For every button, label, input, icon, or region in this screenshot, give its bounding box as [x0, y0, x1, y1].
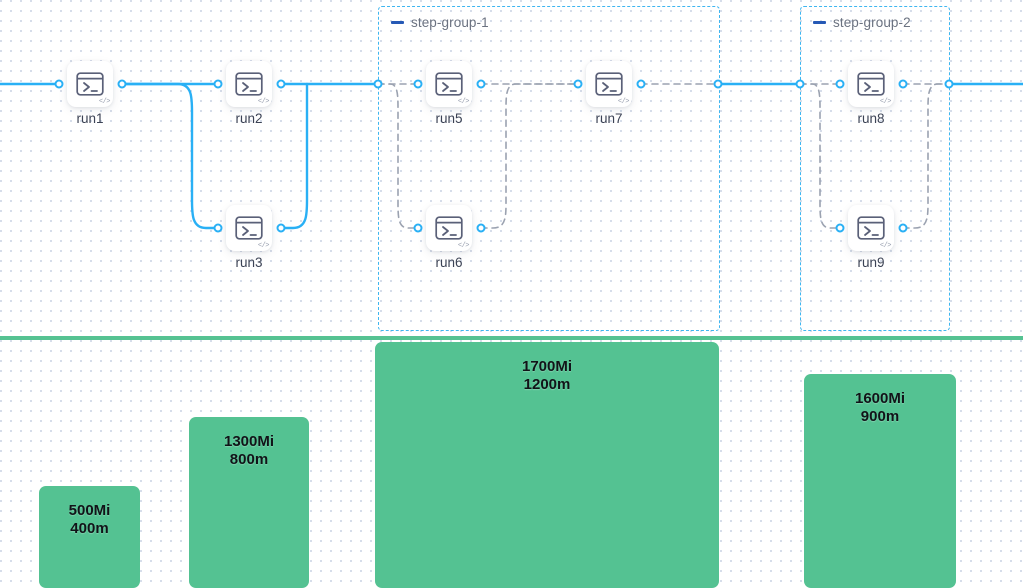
node-run8[interactable]: </> run8: [848, 61, 894, 126]
handle-input-run8[interactable]: [835, 79, 845, 89]
handle-output-run5[interactable]: [476, 79, 486, 89]
memory-value: 1700Mi: [521, 358, 573, 375]
terminal-icon: [235, 216, 263, 240]
node-run5[interactable]: </> run5: [426, 61, 472, 126]
code-icon: </>: [879, 242, 892, 250]
node-card[interactable]: </>: [426, 61, 472, 107]
handle-output-step-group-1[interactable]: [713, 79, 723, 89]
minus-icon[interactable]: [813, 21, 826, 24]
terminal-icon: [435, 72, 463, 96]
handle-output-run6[interactable]: [476, 223, 486, 233]
handle-output-run1[interactable]: [117, 79, 127, 89]
terminal-icon: [235, 72, 263, 96]
terminal-icon: [857, 72, 885, 96]
handle-output-run3[interactable]: [276, 223, 286, 233]
node-label: run2: [235, 111, 263, 126]
node-card[interactable]: </>: [426, 205, 472, 251]
node-label: run9: [857, 255, 885, 270]
cpu-value: 800m: [229, 451, 269, 469]
node-run7[interactable]: </> run7: [586, 61, 632, 126]
code-icon: </>: [457, 98, 470, 106]
handle-input-run3[interactable]: [213, 223, 223, 233]
edge[interactable]: [279, 82, 309, 230]
node-run2[interactable]: </> run2: [226, 61, 272, 126]
handle-output-run8[interactable]: [898, 79, 908, 89]
group-label-text: step-group-2: [833, 15, 911, 30]
cpu-value: 400m: [70, 520, 109, 538]
terminal-icon: [76, 72, 104, 96]
group-label: step-group-2: [813, 15, 911, 30]
node-card[interactable]: </>: [586, 61, 632, 107]
handle-input-run7[interactable]: [573, 79, 583, 89]
node-card[interactable]: </>: [67, 61, 113, 107]
node-label: run7: [595, 111, 623, 126]
code-icon: </>: [98, 98, 111, 106]
code-icon: </>: [257, 242, 270, 250]
memory-value: 1300Mi: [223, 433, 275, 450]
code-icon: </>: [257, 98, 270, 106]
group-box-step-group-2[interactable]: step-group-2: [800, 6, 950, 331]
terminal-icon: [857, 216, 885, 240]
node-card[interactable]: </>: [226, 205, 272, 251]
cpu-value: 1200m: [523, 376, 571, 394]
handle-output-step-group-2[interactable]: [944, 79, 954, 89]
handle-output-run9[interactable]: [898, 223, 908, 233]
memory-value: 1600Mi: [854, 390, 906, 407]
edge[interactable]: [120, 82, 220, 230]
node-label: run6: [435, 255, 463, 270]
handle-input-step-group-1[interactable]: [373, 79, 383, 89]
minus-icon[interactable]: [391, 21, 404, 24]
handle-input-run1[interactable]: [54, 79, 64, 89]
handle-output-run7[interactable]: [636, 79, 646, 89]
memory-value: 500Mi: [68, 502, 111, 519]
handle-output-run2[interactable]: [276, 79, 286, 89]
group-label: step-group-1: [391, 15, 489, 30]
handle-input-run2[interactable]: [213, 79, 223, 89]
code-icon: </>: [617, 98, 630, 106]
terminal-icon: [595, 72, 623, 96]
node-run9[interactable]: </> run9: [848, 205, 894, 270]
group-box-step-group-1[interactable]: step-group-1: [378, 6, 720, 331]
handle-input-step-group-2[interactable]: [795, 79, 805, 89]
node-label: run5: [435, 111, 463, 126]
code-icon: </>: [457, 242, 470, 250]
terminal-icon: [435, 216, 463, 240]
code-icon: </>: [879, 98, 892, 106]
group-label-text: step-group-1: [411, 15, 489, 30]
node-run1[interactable]: </> run1: [67, 61, 113, 126]
handle-input-run5[interactable]: [413, 79, 423, 89]
node-card[interactable]: </>: [848, 205, 894, 251]
resource-separator-line: [0, 336, 1023, 340]
handle-input-run6[interactable]: [413, 223, 423, 233]
node-label: run8: [857, 111, 885, 126]
node-card[interactable]: </>: [848, 61, 894, 107]
node-label: run1: [76, 111, 104, 126]
node-card[interactable]: </>: [226, 61, 272, 107]
node-run6[interactable]: </> run6: [426, 205, 472, 270]
handle-input-run9[interactable]: [835, 223, 845, 233]
cpu-value: 900m: [860, 408, 900, 426]
node-run3[interactable]: </> run3: [226, 205, 272, 270]
node-label: run3: [235, 255, 263, 270]
